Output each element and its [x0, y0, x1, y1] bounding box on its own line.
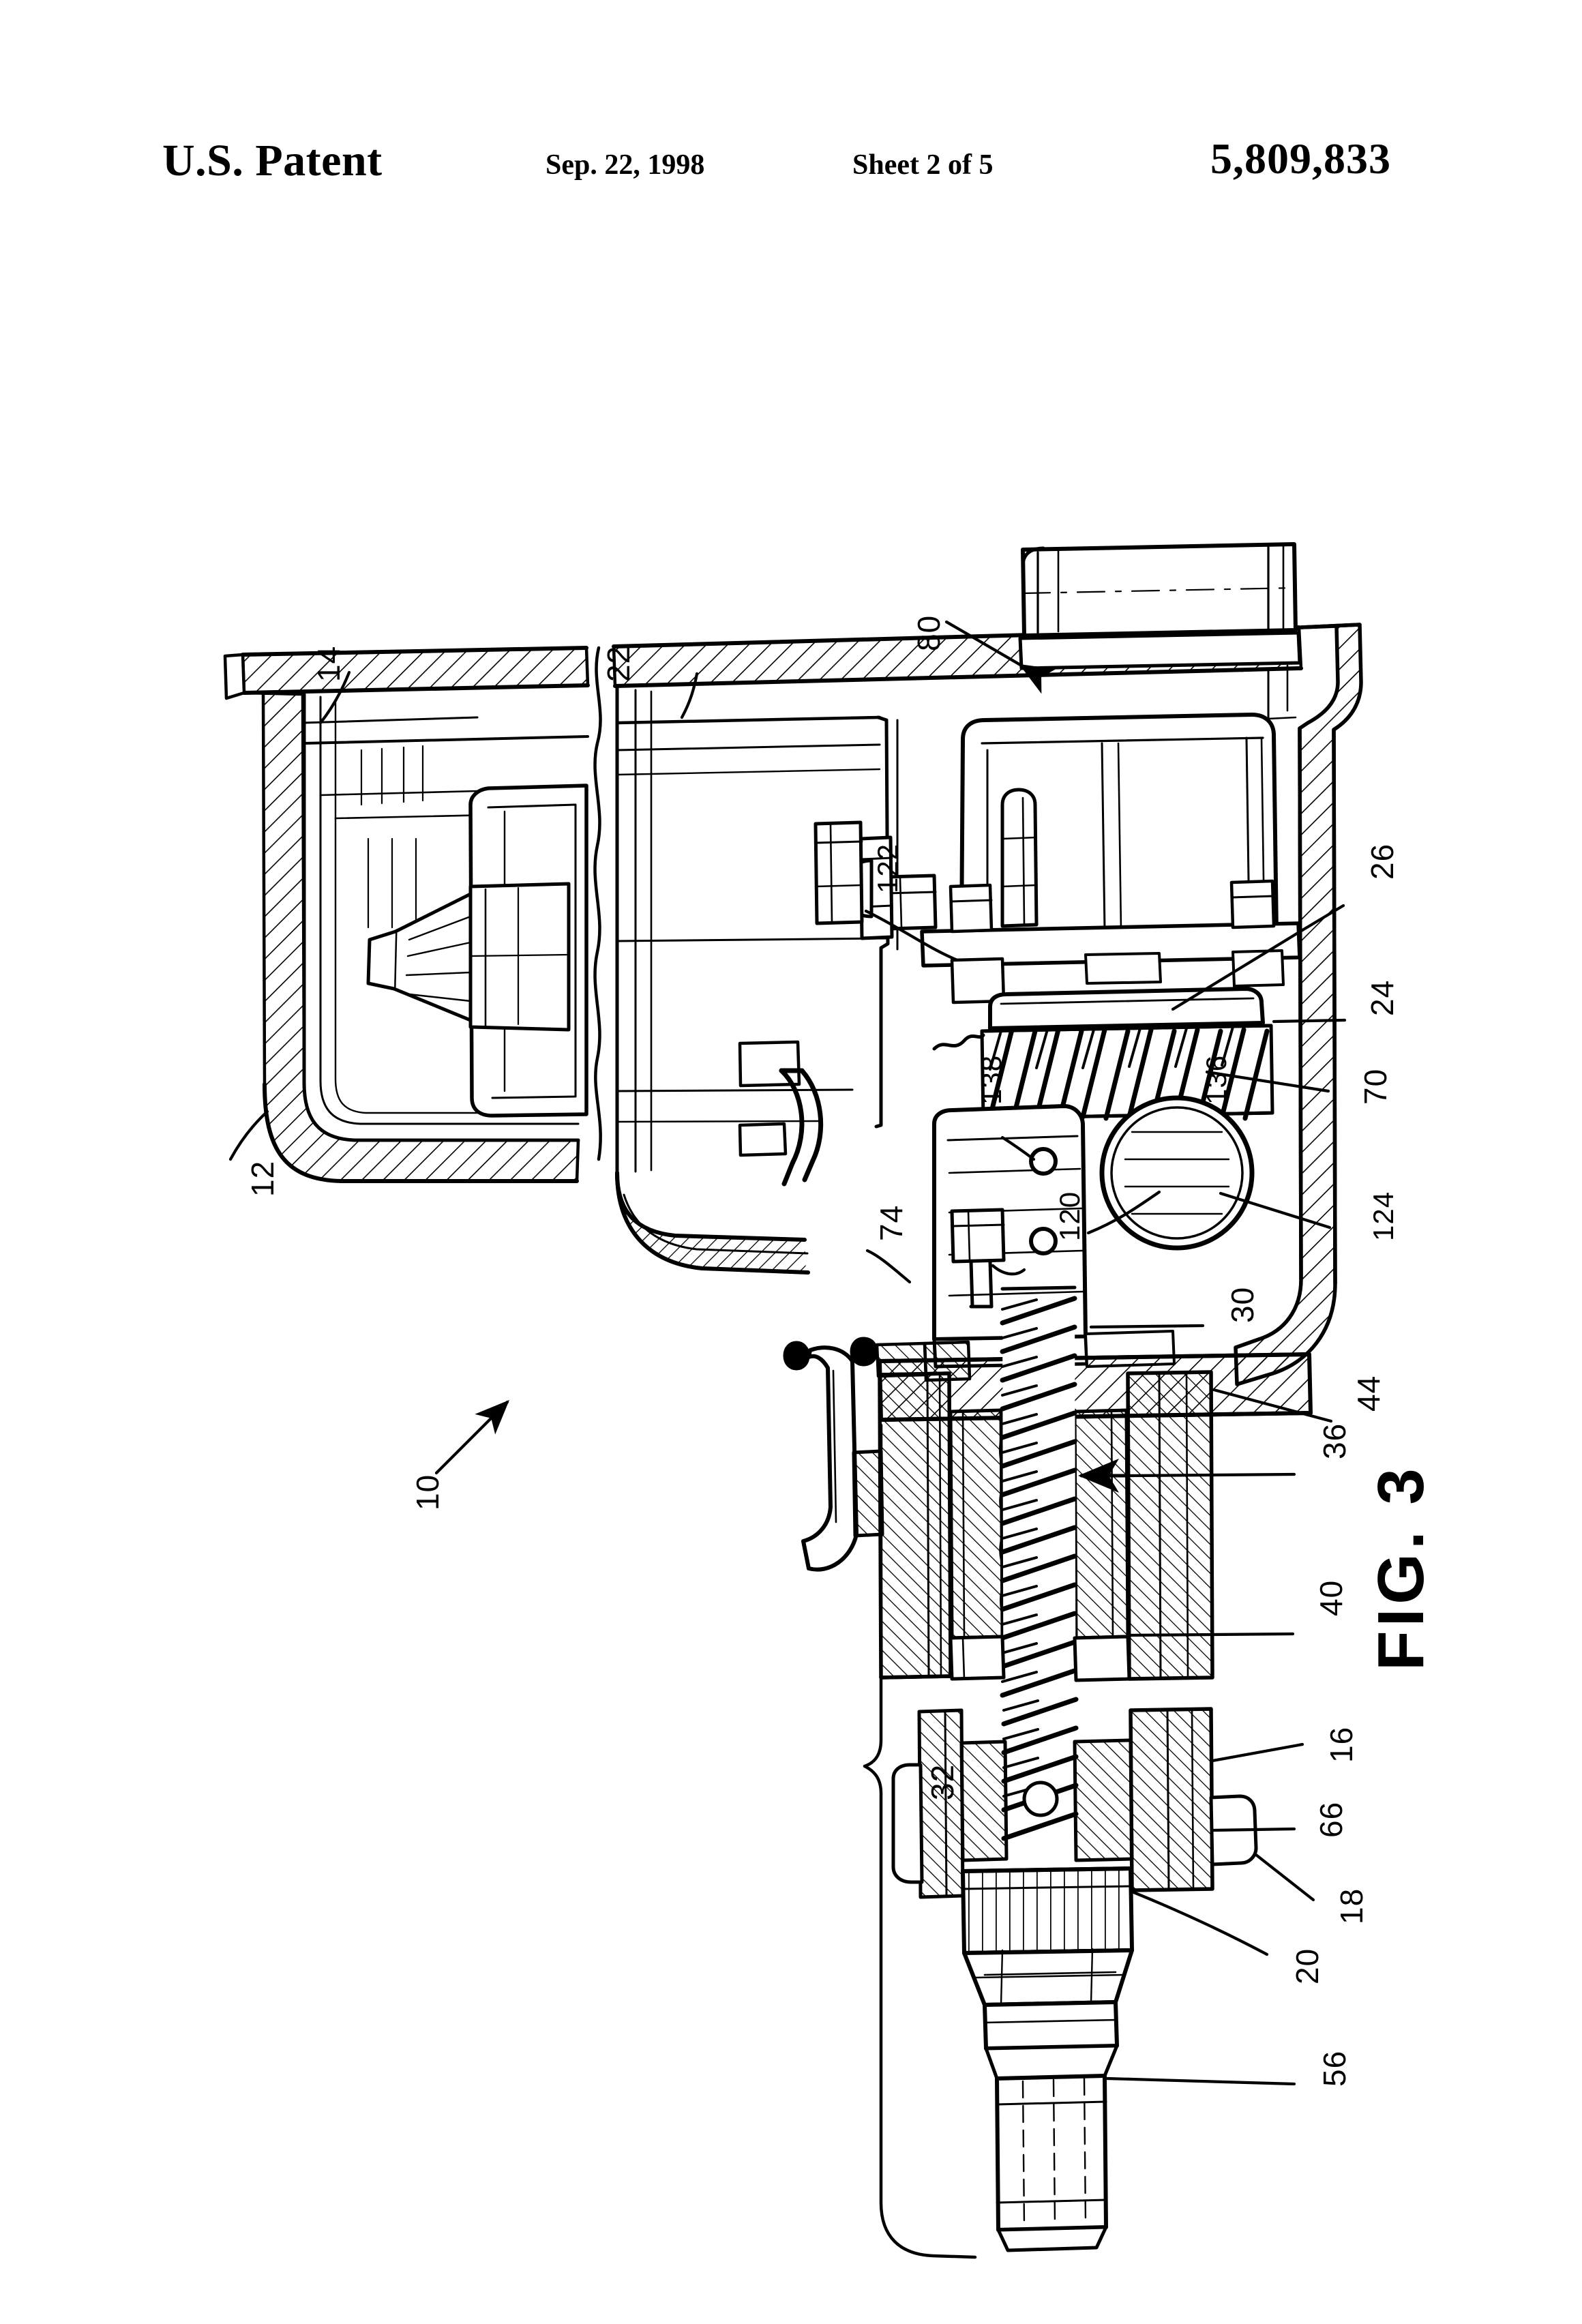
leader-16 — [1210, 1742, 1304, 1763]
ref-numeral-30: 30 — [1225, 1286, 1260, 1323]
ref-numeral-56: 56 — [1317, 2050, 1352, 2087]
air-inlet-bushing-80 — [1018, 542, 1302, 670]
ref-numeral-22: 22 — [601, 645, 636, 682]
leader-10 — [434, 1400, 509, 1475]
leader-120 — [991, 1264, 1026, 1276]
patent-date: Sep. 22, 1998 — [546, 149, 705, 181]
figure-caption: FIG. 3 — [1364, 1464, 1437, 1671]
ref-numeral-44: 44 — [1351, 1375, 1386, 1412]
ref-numeral-32: 32 — [925, 1763, 960, 1800]
ref-numeral-20: 20 — [1289, 1948, 1325, 1984]
patent-figure-drawing: 10 12 14 16 18 20 22 24 26 30 32 36 40 4… — [0, 205, 1582, 2324]
leader-44 — [1212, 1388, 1333, 1423]
main-coil-spring — [1000, 1285, 1079, 1841]
leader-12 — [228, 1109, 269, 1161]
ref-numeral-36: 36 — [1317, 1422, 1352, 1459]
leader-26 — [1171, 928, 1304, 1011]
leader-122 — [864, 909, 959, 962]
ref-numeral-12: 12 — [245, 1160, 280, 1197]
leader-56 — [1105, 2076, 1296, 2086]
leader-66 — [1210, 1827, 1296, 1832]
section-break-line — [593, 646, 602, 1161]
leader-40 — [1127, 1632, 1295, 1637]
ref-numeral-136: 136 — [1200, 1054, 1232, 1105]
leader-70 — [1205, 1070, 1330, 1093]
patent-number: 5,809,833 — [1210, 134, 1391, 183]
ref-numeral-124: 124 — [1367, 1191, 1399, 1241]
ref-numeral-120: 120 — [1054, 1191, 1086, 1241]
ref-numeral-40: 40 — [1313, 1579, 1349, 1616]
ref-numeral-74: 74 — [874, 1204, 909, 1241]
leader-18 — [1254, 1853, 1315, 1902]
leader-24 — [1272, 1018, 1347, 1024]
ref-numeral-10: 10 — [410, 1474, 445, 1510]
end-cap-housing-12-14 — [223, 646, 590, 1183]
ref-numeral-26: 26 — [1364, 843, 1400, 880]
leader-30 — [1089, 1324, 1205, 1329]
leader-36 — [1129, 1472, 1296, 1478]
leader-136 — [1086, 1190, 1161, 1235]
leader-124 — [1219, 1191, 1332, 1230]
ref-numeral-16: 16 — [1324, 1726, 1359, 1763]
brace-leader-32 — [863, 1423, 977, 2259]
ref-numeral-24: 24 — [1364, 979, 1400, 1016]
leader-20 — [1130, 1890, 1269, 1956]
leader-80 — [944, 620, 1056, 694]
patent-header: U.S. Patent Sep. 22, 1998 Sheet 2 of 5 5… — [0, 0, 1582, 205]
patent-office-title: U.S. Patent — [162, 136, 383, 185]
leader-74 — [865, 1249, 912, 1284]
leader-lines — [228, 620, 1347, 2086]
leader-22 — [680, 672, 699, 719]
ref-numeral-14: 14 — [311, 645, 346, 682]
ref-numeral-18: 18 — [1334, 1888, 1369, 1924]
ref-numeral-66: 66 — [1313, 1801, 1349, 1838]
motor-valve-assembly — [814, 713, 1302, 1121]
nose-assembly-16-18-20-56-66 — [891, 1707, 1258, 2252]
ref-numeral-138: 138 — [975, 1054, 1007, 1105]
lower-barrel-30-36-40-44 — [852, 1285, 1313, 1841]
ref-numeral-80: 80 — [911, 614, 946, 651]
ref-numeral-122: 122 — [871, 843, 904, 893]
technical-drawing-svg — [223, 542, 1363, 2259]
ref-numeral-70: 70 — [1358, 1068, 1393, 1105]
leader-138 — [1000, 1135, 1036, 1161]
patent-sheet-number: Sheet 2 of 5 — [852, 149, 994, 181]
leader-14 — [318, 670, 351, 725]
